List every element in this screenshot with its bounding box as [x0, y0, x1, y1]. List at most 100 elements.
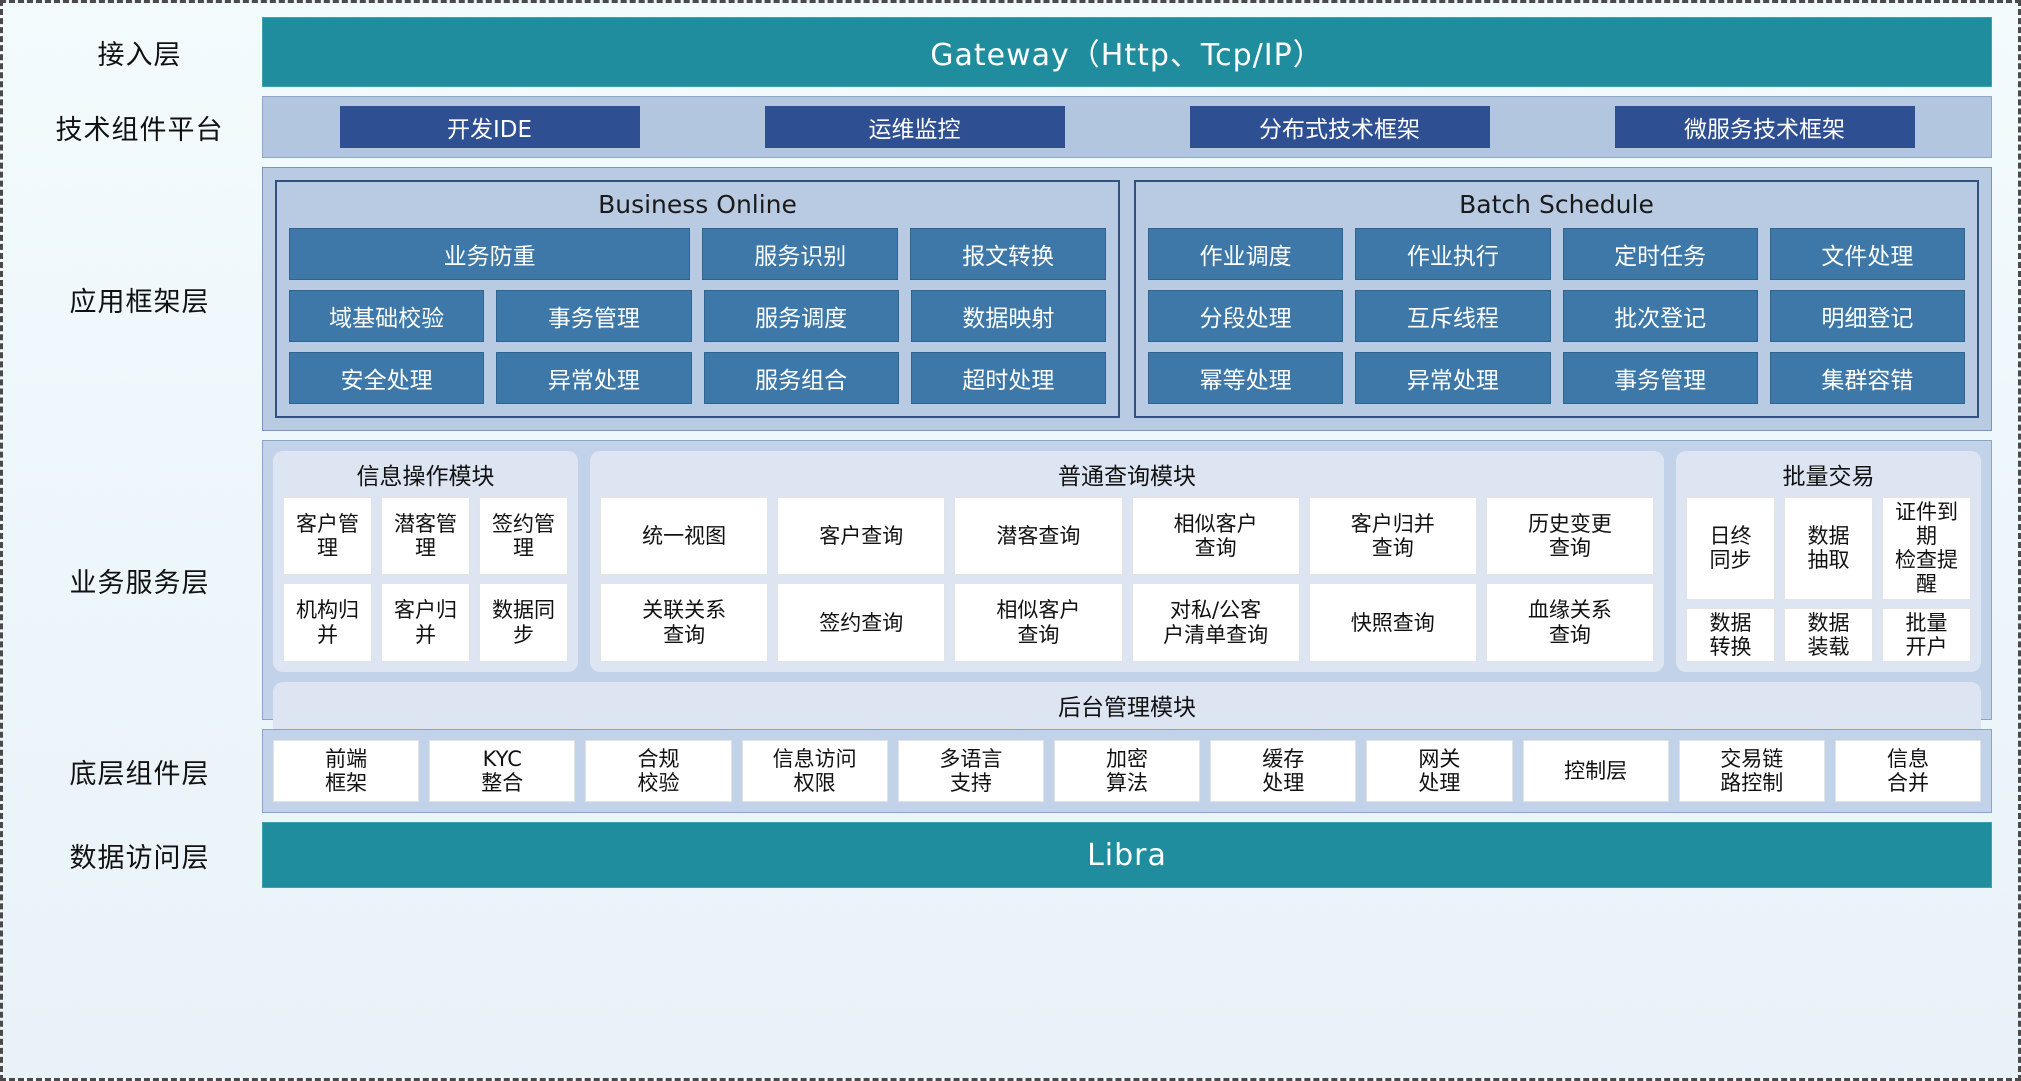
app-chip-file-process[interactable]: 文件处理	[1769, 228, 1965, 280]
app-grid-batch-schedule: 作业调度 作业执行 定时任务 文件处理 分段处理 互斥线程 批次登记 明细登记	[1148, 228, 1965, 404]
biz-row: 关联关系查询 签约查询 相似客户查询 对私/公客户清单查询 快照查询 血缘关系查…	[600, 583, 1655, 662]
layer-label-base-component: 底层组件层	[69, 758, 210, 790]
business-service-band: 信息操作模块 客户管理 潜客管理 签约管理 机构归并 客户归并 数据同步	[262, 440, 1992, 793]
biz-card-title-admin-module: 后台管理模块	[1058, 694, 1196, 721]
cell-gateway-process[interactable]: 网关处理	[1366, 740, 1513, 802]
app-chip-idempotent-process[interactable]: 幂等处理	[1148, 352, 1344, 404]
cell-info-merge[interactable]: 信息合并	[1834, 740, 1982, 802]
cell-org-merge[interactable]: 机构归并	[283, 583, 372, 662]
app-chip-segment-process[interactable]: 分段处理	[1148, 290, 1344, 342]
cell-batch-account-open[interactable]: 批量开户	[1882, 607, 1971, 662]
layer-app-framework: 应用框架层 Business Online 业务防重 服务识别 报文转换 域基础…	[17, 167, 1992, 431]
app-chip-domain-validate[interactable]: 域基础校验	[289, 290, 485, 342]
app-chip-security-process[interactable]: 安全处理	[289, 352, 485, 404]
cell-data-extract[interactable]: 数据抽取	[1784, 497, 1873, 600]
app-chip-business-dedup[interactable]: 业务防重	[289, 228, 691, 280]
cell-transaction-chain-control[interactable]: 交易链路控制	[1678, 740, 1825, 802]
cell-prospect-manage[interactable]: 潜客管理	[381, 497, 470, 576]
biz-card-title-info-operation: 信息操作模块	[356, 464, 495, 490]
layer-label-business-service: 业务服务层	[69, 567, 210, 599]
app-row: 安全处理 异常处理 服务组合 超时处理	[289, 352, 1106, 404]
app-chip-transaction-manage[interactable]: 事务管理	[496, 290, 692, 342]
app-chip-job-execute[interactable]: 作业执行	[1355, 228, 1551, 280]
layer-body-access: Gateway（Http、Tcp/IP）	[262, 17, 1992, 87]
app-group-title-batch-schedule: Batch Schedule	[1459, 190, 1654, 219]
cell-lineage-query[interactable]: 血缘关系查询	[1485, 583, 1655, 662]
biz-grid-info-operation: 客户管理 潜客管理 签约管理 机构归并 客户归并 数据同步	[283, 497, 568, 662]
app-chip-transaction-manage-batch[interactable]: 事务管理	[1562, 352, 1758, 404]
app-chip-timed-task[interactable]: 定时任务	[1562, 228, 1758, 280]
app-group-batch-schedule: Batch Schedule 作业调度 作业执行 定时任务 文件处理 分段处理 …	[1134, 180, 1979, 418]
cell-customer-merge-query[interactable]: 客户归并查询	[1308, 497, 1477, 576]
cell-cache-process[interactable]: 缓存处理	[1210, 740, 1357, 802]
biz-grid-batch-transaction: 日终同步 数据抽取 证件到期检查提醒 数据转换 数据装载 批量开户	[1686, 497, 1971, 662]
cell-customer-manage[interactable]: 客户管理	[283, 497, 372, 576]
app-framework-band: Business Online 业务防重 服务识别 报文转换 域基础校验 事务管…	[262, 167, 1992, 431]
layer-body-app-framework: Business Online 业务防重 服务识别 报文转换 域基础校验 事务管…	[262, 167, 1992, 431]
cell-snapshot-query[interactable]: 快照查询	[1308, 583, 1477, 662]
app-chip-timeout-process[interactable]: 超时处理	[910, 352, 1106, 404]
app-row: 作业调度 作业执行 定时任务 文件处理	[1148, 228, 1965, 280]
cell-contract-query[interactable]: 签约查询	[777, 583, 946, 662]
cell-customer-merge[interactable]: 客户归并	[381, 583, 470, 662]
app-chip-message-transform[interactable]: 报文转换	[910, 228, 1106, 280]
cell-compliance-check[interactable]: 合规校验	[585, 740, 732, 802]
tech-chip-distributed-framework[interactable]: 分布式技术框架	[1189, 106, 1490, 148]
cell-history-change-query[interactable]: 历史变更查询	[1485, 497, 1655, 576]
cell-data-sync[interactable]: 数据同步	[479, 583, 568, 662]
app-chip-mutex-thread[interactable]: 互斥线程	[1355, 290, 1551, 342]
app-group-business-online: Business Online 业务防重 服务识别 报文转换 域基础校验 事务管…	[275, 180, 1120, 418]
cell-private-public-customer-list-query[interactable]: 对私/公客户清单查询	[1131, 583, 1300, 662]
tech-chip-ide[interactable]: 开发IDE	[339, 106, 640, 148]
layer-access: 接入层 Gateway（Http、Tcp/IP）	[17, 17, 1992, 87]
cell-data-transform[interactable]: 数据转换	[1686, 607, 1775, 662]
biz-grid-common-query: 统一视图 客户查询 潜客查询 相似客户查询 客户归并查询 历史变更查询 关联关系…	[600, 497, 1655, 662]
app-row: 业务防重 服务识别 报文转换	[289, 228, 1106, 280]
business-service-cards: 信息操作模块 客户管理 潜客管理 签约管理 机构归并 客户归并 数据同步	[273, 451, 1981, 672]
biz-row: 机构归并 客户归并 数据同步	[283, 583, 568, 662]
biz-card-batch-transaction: 批量交易 日终同步 数据抽取 证件到期检查提醒 数据转换 数据装载 批量开户	[1676, 451, 1981, 672]
app-chip-data-mapping[interactable]: 数据映射	[910, 290, 1106, 342]
cell-unified-view[interactable]: 统一视图	[600, 497, 769, 576]
app-chip-service-identify[interactable]: 服务识别	[702, 228, 899, 280]
cell-encryption-algorithm[interactable]: 加密算法	[1053, 740, 1201, 802]
app-chip-exception-process-batch[interactable]: 异常处理	[1355, 352, 1551, 404]
tech-chip-microservice-framework[interactable]: 微服务技术框架	[1614, 106, 1915, 148]
cell-contract-manage[interactable]: 签约管理	[479, 497, 568, 576]
layer-tech-platform: 技术组件平台 开发IDE 运维监控 分布式技术框架 微服务技术框架	[17, 96, 1992, 158]
cell-customer-query[interactable]: 客户查询	[777, 497, 946, 576]
cell-frontend-framework[interactable]: 前端框架	[273, 740, 420, 802]
cell-control-layer[interactable]: 控制层	[1522, 740, 1669, 802]
app-chip-detail-register[interactable]: 明细登记	[1769, 290, 1965, 342]
cell-prospect-query[interactable]: 潜客查询	[954, 497, 1123, 576]
app-chip-service-dispatch[interactable]: 服务调度	[703, 290, 899, 342]
app-chip-cluster-fault-tolerance[interactable]: 集群容错	[1769, 352, 1965, 404]
biz-card-title-batch-transaction: 批量交易	[1782, 464, 1875, 490]
tech-platform-band: 开发IDE 运维监控 分布式技术框架 微服务技术框架	[262, 96, 1992, 158]
layer-data-access: 数据访问层 Libra	[17, 822, 1992, 888]
cell-similar-customer-query[interactable]: 相似客户查询	[1131, 497, 1300, 576]
app-chip-exception-process[interactable]: 异常处理	[496, 352, 692, 404]
app-row: 幂等处理 异常处理 事务管理 集群容错	[1148, 352, 1965, 404]
layer-label-app-framework: 应用框架层	[69, 286, 210, 318]
cell-similar-customer-query-2[interactable]: 相似客户查询	[954, 583, 1123, 662]
biz-row: 统一视图 客户查询 潜客查询 相似客户查询 客户归并查询 历史变更查询	[600, 497, 1655, 576]
app-chip-batch-register[interactable]: 批次登记	[1562, 290, 1758, 342]
app-chip-service-compose[interactable]: 服务组合	[703, 352, 899, 404]
cell-relation-query[interactable]: 关联关系查询	[600, 583, 769, 662]
cell-data-load[interactable]: 数据装载	[1784, 607, 1873, 662]
biz-card-common-query: 普通查询模块 统一视图 客户查询 潜客查询 相似客户查询 客户归并查询 历史变更…	[590, 451, 1664, 672]
tech-chip-ops-monitor[interactable]: 运维监控	[764, 106, 1065, 148]
cell-certificate-expiry-reminder[interactable]: 证件到期检查提醒	[1882, 497, 1971, 600]
app-chip-job-schedule[interactable]: 作业调度	[1148, 228, 1344, 280]
app-group-title-business-online: Business Online	[598, 190, 797, 219]
cell-eod-sync[interactable]: 日终同步	[1686, 497, 1775, 600]
layer-label-data-access: 数据访问层	[69, 842, 210, 874]
cell-multilanguage-support[interactable]: 多语言支持	[897, 740, 1044, 802]
biz-row: 客户管理 潜客管理 签约管理	[283, 497, 568, 576]
cell-info-access-permission[interactable]: 信息访问权限	[741, 740, 888, 802]
